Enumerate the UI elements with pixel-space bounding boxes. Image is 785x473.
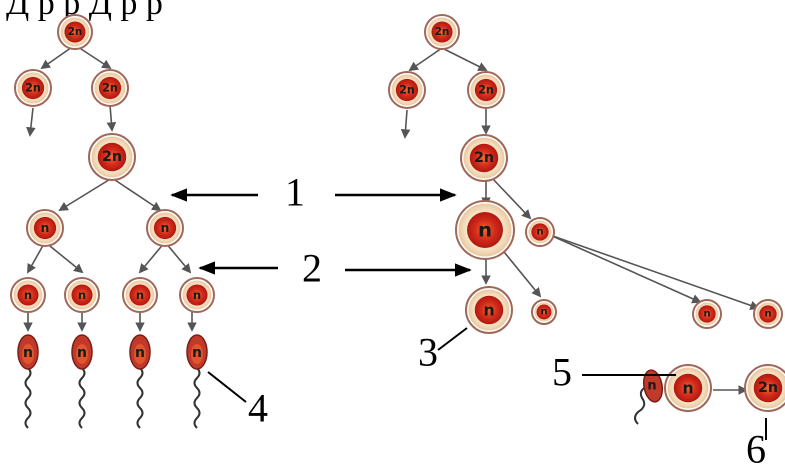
ploidy-label: 2n xyxy=(435,26,450,38)
ploidy-label: n xyxy=(135,345,145,361)
ploidy-label: n xyxy=(77,345,87,361)
connector-line xyxy=(442,48,486,70)
secondary-spermatocyte-right: n xyxy=(147,210,183,246)
sperm-tail xyxy=(138,368,143,428)
sperm-tail xyxy=(195,368,200,428)
spermatid-3: n xyxy=(123,278,157,312)
spermatogonium-top: 2n xyxy=(58,15,92,49)
primary-spermatocyte: 2n xyxy=(89,134,135,180)
ploidy-label: n xyxy=(483,301,494,320)
connector-line xyxy=(45,242,82,272)
label-3-pointer xyxy=(438,328,467,350)
sperm-2: n xyxy=(72,335,92,428)
connector-line xyxy=(30,108,33,135)
ploidy-label: n xyxy=(478,219,492,242)
polar-body-3: n xyxy=(693,300,721,328)
oogonium-right: 2n xyxy=(468,72,504,108)
ploidy-label: n xyxy=(647,379,656,394)
ploidy-label: 2n xyxy=(478,84,494,97)
spermatid-4: n xyxy=(180,278,214,312)
ploidy-label: n xyxy=(193,288,201,302)
connector-line xyxy=(112,178,160,210)
ploidy-label: 2n xyxy=(758,380,778,396)
ploidy-label: 2n xyxy=(474,150,494,166)
label-6: 6 xyxy=(746,427,766,469)
secondary-spermatocyte-left: n xyxy=(27,210,63,246)
connector-line xyxy=(110,105,112,130)
spermatogonium-left: 2n xyxy=(15,70,51,106)
fertilizing-sperm: n xyxy=(635,369,665,424)
ploidy-label: 2n xyxy=(68,26,83,38)
connector-line xyxy=(550,235,758,308)
ploidy-label: 2n xyxy=(399,84,415,97)
spermatid-2: n xyxy=(65,278,99,312)
ploidy-label: n xyxy=(23,345,33,361)
polar-body-2: n xyxy=(532,300,556,324)
connector-line xyxy=(550,235,700,302)
secondary-oocyte: n xyxy=(456,201,514,259)
connector-line xyxy=(405,110,407,137)
ploidy-label: n xyxy=(703,309,710,320)
primary-oocyte: 2n xyxy=(461,135,507,181)
ploidy-label: 2n xyxy=(102,149,122,165)
ploidy-label: n xyxy=(540,307,547,318)
spermatid-1: n xyxy=(11,278,45,312)
sperm-1: n xyxy=(18,335,38,428)
ploidy-label: 2n xyxy=(25,82,41,95)
sperm-4: n xyxy=(187,335,207,428)
ploidy-label: n xyxy=(78,288,86,302)
oogonium-left: 2n xyxy=(389,72,425,108)
spermatogonium-right: 2n xyxy=(92,70,128,106)
ploidy-label: n xyxy=(41,221,50,235)
connector-line xyxy=(410,48,442,70)
polar-body-4: n xyxy=(754,300,782,328)
polar-body-1: n xyxy=(526,218,554,246)
sperm-tail xyxy=(80,368,85,428)
oogonium-top: 2n xyxy=(425,15,459,49)
ploidy-label: n xyxy=(24,288,32,302)
label-4: 4 xyxy=(248,386,268,431)
zygote: 2n xyxy=(745,365,785,411)
label-3: 3 xyxy=(418,330,438,375)
ploidy-label: 2n xyxy=(102,82,118,95)
sperm-3: n xyxy=(130,335,150,428)
ploidy-label: n xyxy=(192,345,202,361)
label-4-pointer xyxy=(208,372,246,402)
connector-line xyxy=(500,247,540,296)
ploidy-label: n xyxy=(161,221,170,235)
egg-being-fertilized: n xyxy=(665,365,711,411)
label-5: 5 xyxy=(552,350,572,395)
ovum: n xyxy=(466,287,512,333)
label-1: 1 xyxy=(285,170,305,215)
ploidy-label: n xyxy=(764,309,771,320)
label-2: 2 xyxy=(302,246,322,291)
sperm-tail xyxy=(26,368,31,428)
ploidy-label: n xyxy=(136,288,144,302)
ploidy-label: n xyxy=(536,227,543,238)
connector-line xyxy=(60,178,112,210)
ploidy-label: n xyxy=(682,379,693,398)
